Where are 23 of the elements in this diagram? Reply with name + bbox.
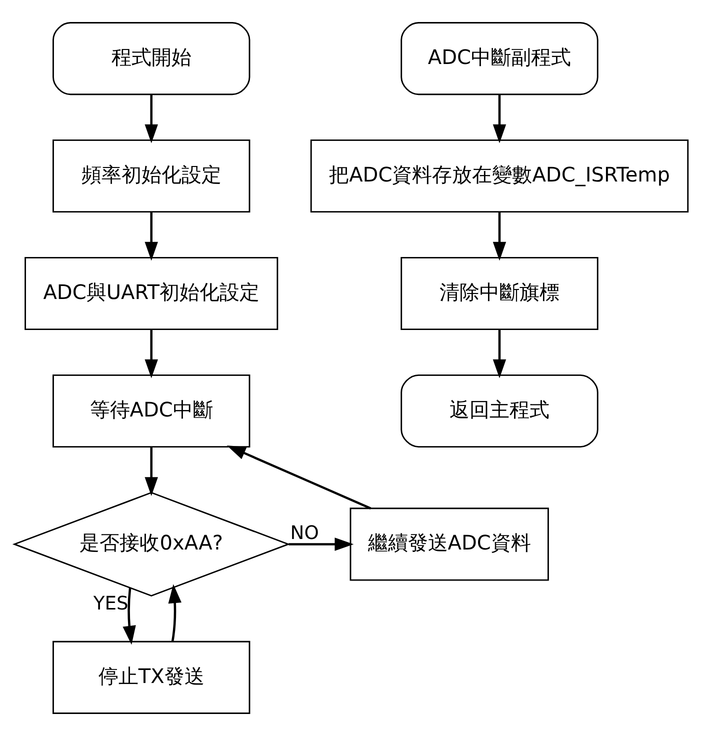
arrow	[144, 328, 158, 378]
edge-label: NO	[290, 522, 319, 544]
node-box: 等待ADC中斷	[52, 374, 250, 448]
arrow	[288, 537, 354, 550]
arrow	[492, 94, 506, 143]
node-box: 把ADC資料存放在變數ADC_ISRTemp	[310, 139, 689, 212]
node-box: ADC中斷副程式	[400, 22, 598, 95]
arrow	[144, 446, 158, 496]
arrow	[122, 587, 136, 644]
node-box: 返回主程式	[400, 374, 598, 448]
arrow	[168, 584, 182, 642]
arrow	[144, 211, 158, 260]
node-box: 清除中斷旗標	[400, 256, 598, 330]
node-diamond: 是否接收0xAA?	[12, 491, 290, 596]
arrow	[144, 94, 158, 143]
arrow	[226, 444, 372, 509]
arrow	[492, 211, 506, 260]
node-box: 停止TX發送	[52, 640, 250, 714]
node-box: ADC與UART初始化設定	[24, 256, 278, 330]
node-box: 繼續發送ADC資料	[350, 507, 549, 580]
arrow	[492, 328, 506, 378]
node-box: 程式開始	[52, 22, 250, 95]
node-box: 頻率初始化設定	[52, 139, 250, 212]
